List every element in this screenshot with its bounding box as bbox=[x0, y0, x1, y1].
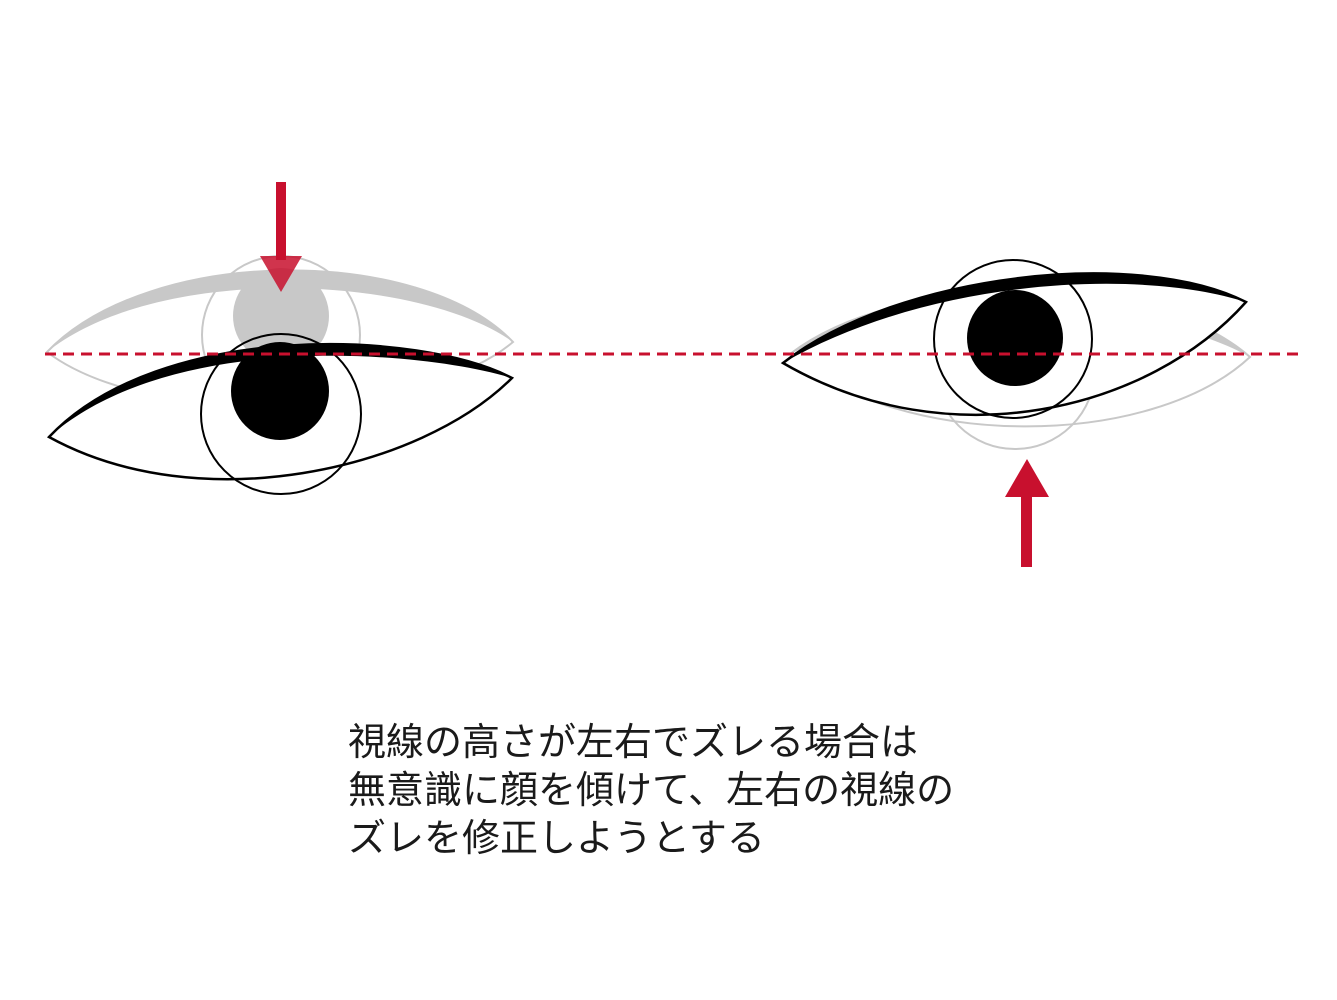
caption-line-3: ズレを修正しようとする bbox=[348, 816, 765, 860]
right-eye-group bbox=[780, 259, 1252, 567]
left-eye-iris bbox=[200, 333, 362, 495]
left-eye-pupil bbox=[231, 342, 329, 440]
caption-line-1: 視線の高さが左右でズレる場合は bbox=[348, 720, 919, 764]
arrow-down-icon bbox=[260, 182, 302, 292]
left-eye-ghost-pupil bbox=[233, 268, 329, 364]
arrow-up-icon bbox=[1005, 459, 1049, 567]
caption-line-2: 無意識に顔を傾けて、左右の視線の bbox=[348, 768, 955, 812]
left-eye-ghost-lid bbox=[47, 270, 513, 352]
right-eye-pupil bbox=[967, 290, 1063, 386]
caption: 視線の高さが左右でズレる場合は 無意識に顔を傾けて、左右の視線の ズレを修正しよ… bbox=[348, 718, 1108, 862]
right-eye-current bbox=[780, 259, 1249, 419]
right-eye-lid bbox=[783, 273, 1246, 363]
right-eye-iris bbox=[933, 259, 1093, 419]
left-eye-group bbox=[45, 182, 515, 495]
left-eye-current bbox=[46, 333, 515, 495]
